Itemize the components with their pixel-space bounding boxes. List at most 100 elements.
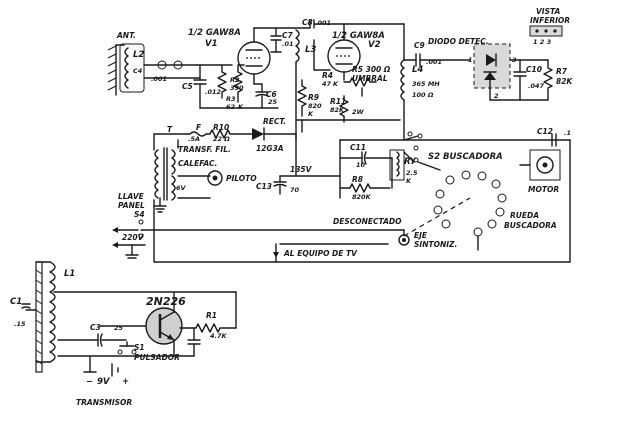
detector-load: C10 .047 R7 82K — [489, 59, 573, 101]
r8-resistor — [339, 183, 391, 193]
l4-ohms: 100 Ω — [412, 91, 434, 99]
r4-value: 47 — [322, 80, 332, 88]
v1-label: V1 — [205, 39, 218, 49]
sintoniz-label: SINTONIZ. — [414, 240, 457, 249]
c1-value: .15 — [14, 320, 26, 328]
r5-label: R5 300 Ω — [352, 65, 391, 74]
c12-label: C12 — [537, 127, 553, 136]
motor-section: C12 .1 MOTOR — [403, 127, 571, 263]
r4-label: R4 — [322, 71, 333, 80]
rect-label: RECT. — [263, 117, 286, 126]
pin1-label: 1 — [468, 56, 473, 64]
relay-section: C11 10 R8 820K RY 2.5 K S2 BUSCADORA — [339, 131, 503, 201]
c9-label: C9 — [414, 41, 425, 50]
f-label: F — [196, 123, 202, 132]
vista-label: VISTA — [536, 7, 561, 16]
s4-label: S4 — [134, 210, 145, 219]
r8-label: R8 — [352, 175, 363, 184]
r7-label: R7 — [556, 67, 568, 76]
r2-label: R2 — [230, 76, 240, 84]
l4-label: L4 — [412, 65, 423, 75]
transistor-label: 2N226 — [146, 295, 186, 308]
v220-label: 220V — [122, 233, 145, 242]
motor-symbol — [536, 156, 554, 174]
c13-label: C13 — [256, 182, 272, 191]
transf-label: TRANSF. FIL. — [178, 145, 231, 154]
eje-label: EJE — [414, 231, 428, 240]
r9-value: 820 — [308, 102, 322, 110]
detector-section: C9 .001 DIODO DETEC. 1 3 2 — [403, 37, 549, 101]
r11-resistor — [339, 95, 349, 123]
c13-value: 70 — [290, 186, 300, 194]
r11-wattage: 2W — [352, 108, 365, 116]
llave-label: LLAVE — [118, 192, 145, 201]
r7-value: 82K — [556, 77, 573, 86]
r9-unit: K — [308, 110, 314, 118]
r10-label: R10 — [213, 123, 229, 132]
l4-value: 365 MH — [412, 80, 440, 88]
c10-label: C10 — [526, 65, 542, 74]
c11-value: 10 — [356, 161, 366, 169]
piloto-label: PILOTO — [226, 174, 257, 183]
r9-label: R9 — [308, 93, 319, 102]
v2-label: V2 — [368, 40, 381, 50]
l1-label: L1 — [64, 269, 75, 279]
v2-type-label: 1/2 GAW8A — [332, 31, 385, 41]
r1-label: R1 — [206, 311, 217, 320]
l3-label: L3 — [305, 45, 316, 55]
c9-value: .001 — [426, 58, 442, 66]
s2-label: S2 BUSCADORA — [428, 152, 503, 162]
r3-unit: K — [238, 103, 244, 111]
v1-bias-network: C5 .012 R2 390 R3 62 K C6 25 — [182, 64, 279, 111]
rect-diode — [252, 128, 264, 140]
transistor-2n226 — [145, 307, 183, 345]
c11-label: C11 — [350, 143, 366, 152]
r4-unit: K — [333, 80, 339, 88]
transmisor-label: TRANSMISOR — [76, 398, 132, 407]
ry-value: 2.5 — [406, 169, 418, 177]
v1-tube: 1/2 GAW8A V1 — [188, 27, 271, 85]
power-supply: T F .5A R10 22 Ω RECT. 12G3A TRANSF. FIL… — [153, 117, 341, 231]
rect-value: 12G3A — [256, 144, 284, 153]
c10-value: .047 — [528, 82, 545, 90]
v1-type-label: 1/2 GAW8A — [188, 28, 241, 38]
c8-value: .001 — [315, 19, 331, 27]
r1-resistor — [189, 323, 237, 333]
c7-label: C7 — [282, 31, 294, 40]
c6-label: C6 — [266, 90, 277, 99]
v9-label: 9V — [97, 377, 111, 387]
buscadora-label: BUSCADORA — [504, 221, 557, 230]
s1-label: S1 — [134, 343, 145, 352]
al-equipo-label: AL EQUIPO DE TV — [283, 249, 358, 258]
antenna-section: ANT. L2 C4 .001 — [107, 31, 233, 96]
ry-unit: K — [406, 177, 412, 185]
c7-value: .01 — [282, 40, 294, 48]
l3-coil — [295, 29, 300, 63]
pilot-lamp — [207, 170, 223, 186]
r9-resistor — [297, 79, 307, 117]
diodo-label: DIODO DETEC. — [428, 37, 489, 46]
c6-value: 25 — [268, 98, 278, 106]
r11-label: R11 — [330, 97, 346, 106]
c3-label: C3 — [90, 323, 101, 332]
c4-value: .001 — [151, 75, 167, 83]
l2-label: L2 — [133, 50, 144, 60]
inferior-label: INFERIOR — [530, 16, 570, 25]
relay-coil — [396, 151, 400, 177]
r3-value: 62 — [226, 103, 236, 111]
r10-value: 22 Ω — [213, 135, 230, 143]
panel-switch: LLAVE PANEL S4 220V DESCONECTADO AL EQUI… — [112, 192, 571, 263]
r10-resistor — [205, 129, 235, 139]
t-label: T — [167, 125, 173, 134]
v2-cathode-network: R4 47 K R9 820 K R5 300 Ω UMBRAL R11 82K… — [295, 65, 401, 133]
r2-resistor — [217, 65, 227, 99]
minus-label: − — [86, 377, 93, 387]
v1-plate-network: C7 .01 L3 C8 .001 — [253, 18, 335, 141]
ry-label: RY — [404, 157, 417, 167]
rueda-label: RUEDA — [510, 211, 539, 220]
r11-value: 82K — [330, 106, 345, 114]
v6-label: 6V — [176, 184, 187, 192]
v2-tube: 1/2 GAW8A V2 — [313, 23, 385, 81]
r5-resistor — [343, 77, 377, 87]
